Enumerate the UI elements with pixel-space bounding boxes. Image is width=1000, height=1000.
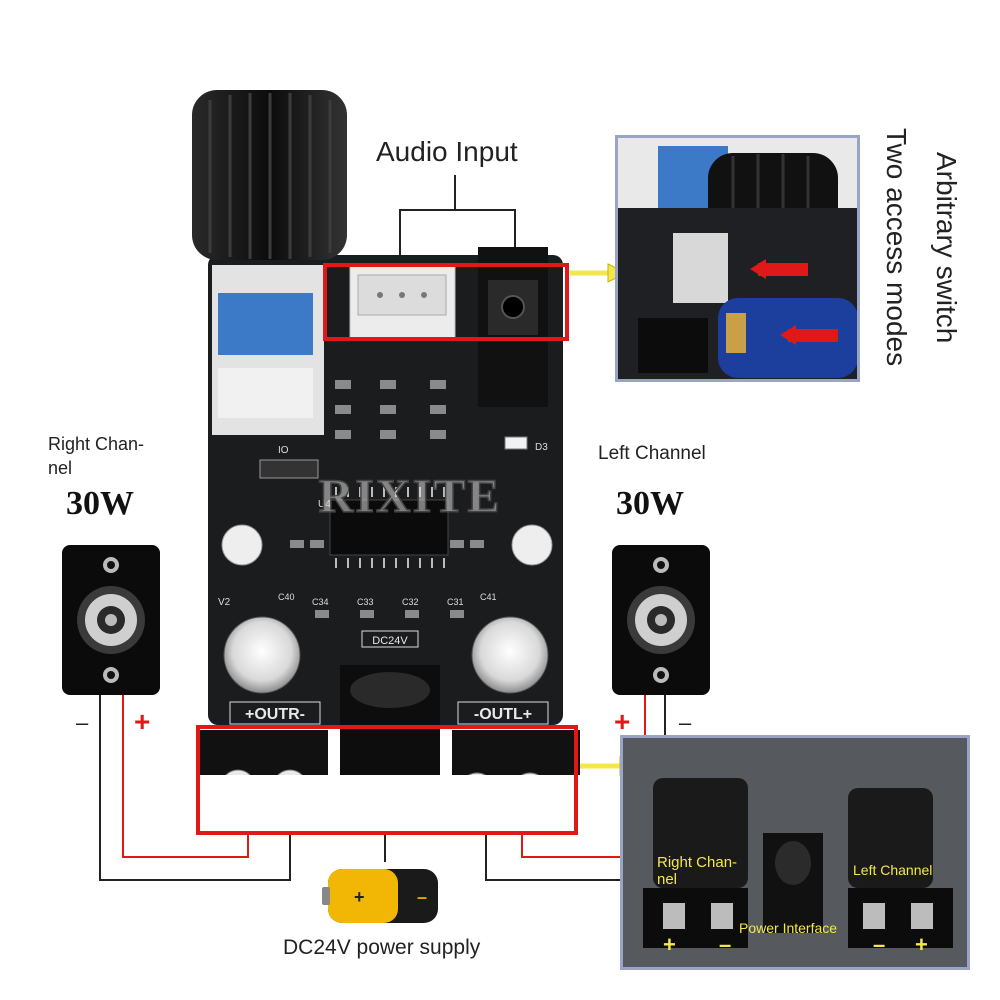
amplifier-board: +OUTR- -OUTL+ DC24V U4 D3 IO V2 C40 C41 … — [192, 90, 580, 775]
right-watt-label: 30W — [66, 485, 134, 522]
right-minus-sign: – — [76, 710, 89, 735]
watermark: RIXITE — [319, 470, 502, 523]
left-minus-sign: – — [679, 710, 692, 735]
power-led — [504, 436, 528, 450]
svg-text:–: – — [417, 887, 427, 907]
inset-output-photo — [623, 738, 967, 967]
inset-minus-right: – — [719, 932, 732, 957]
speaker-right — [62, 545, 160, 695]
mount-hole-left — [221, 524, 263, 566]
silk-d3: D3 — [535, 442, 548, 453]
silk-v2: V2 — [218, 597, 231, 608]
left-watt-label: 30W — [616, 485, 684, 522]
silk-c34: C34 — [312, 597, 329, 607]
right-channel-label: Right Chan- nel — [48, 434, 145, 478]
output-highlight — [196, 725, 578, 835]
silk-c32: C32 — [402, 597, 419, 607]
inset-outputs: Right Chan- nel Left Channel Power Inter… — [620, 735, 970, 970]
audio-input-label: Audio Input — [376, 136, 518, 167]
right-speaker-red-wire — [122, 695, 249, 858]
battery-icon: + – — [322, 869, 438, 923]
silk-io: IO — [278, 445, 289, 456]
inset-minus-left: – — [873, 932, 886, 957]
left-channel-label: Left Channel — [598, 443, 706, 464]
diode — [259, 459, 319, 479]
inset-plus-right: + — [663, 932, 676, 957]
right-speaker-black-wire — [99, 695, 291, 881]
inset-right-channel: Right Chan- nel — [657, 854, 738, 888]
mount-hole-right — [511, 524, 553, 566]
inset-power-interface: Power Interface — [739, 920, 838, 936]
silk-out-right: +OUTR- — [245, 706, 305, 723]
power-supply-label: DC24V power supply — [283, 936, 481, 959]
amplifier-chip — [329, 499, 449, 556]
audio-input-highlight — [323, 263, 569, 341]
inset-audio-photo — [618, 138, 857, 379]
right-plus-sign: + — [134, 706, 151, 737]
speaker-left — [612, 545, 710, 695]
inset-left-channel: Left Channel — [853, 862, 933, 878]
audio-input-wire — [399, 209, 516, 265]
silk-c31: C31 — [447, 597, 464, 607]
silk-out-left: -OUTL+ — [474, 706, 532, 723]
capacitor-left — [223, 616, 301, 694]
inset-audio-input — [615, 135, 860, 382]
terminal-left — [452, 730, 580, 775]
silk-u4: U4 — [318, 499, 331, 510]
silk-c33: C33 — [357, 597, 374, 607]
two-access-modes-label: Two access modes — [881, 128, 912, 367]
silk-c41: C41 — [480, 592, 497, 602]
left-plus-sign: + — [614, 706, 631, 737]
silk-c40: C40 — [278, 592, 295, 602]
terminal-right — [200, 730, 328, 775]
svg-text:+: + — [354, 887, 365, 907]
silk-dc: DC24V — [372, 635, 408, 647]
capacitor-right — [471, 616, 549, 694]
inset-plus-left: + — [915, 932, 928, 957]
arbitrary-switch-label: Arbitrary switch — [931, 152, 962, 344]
